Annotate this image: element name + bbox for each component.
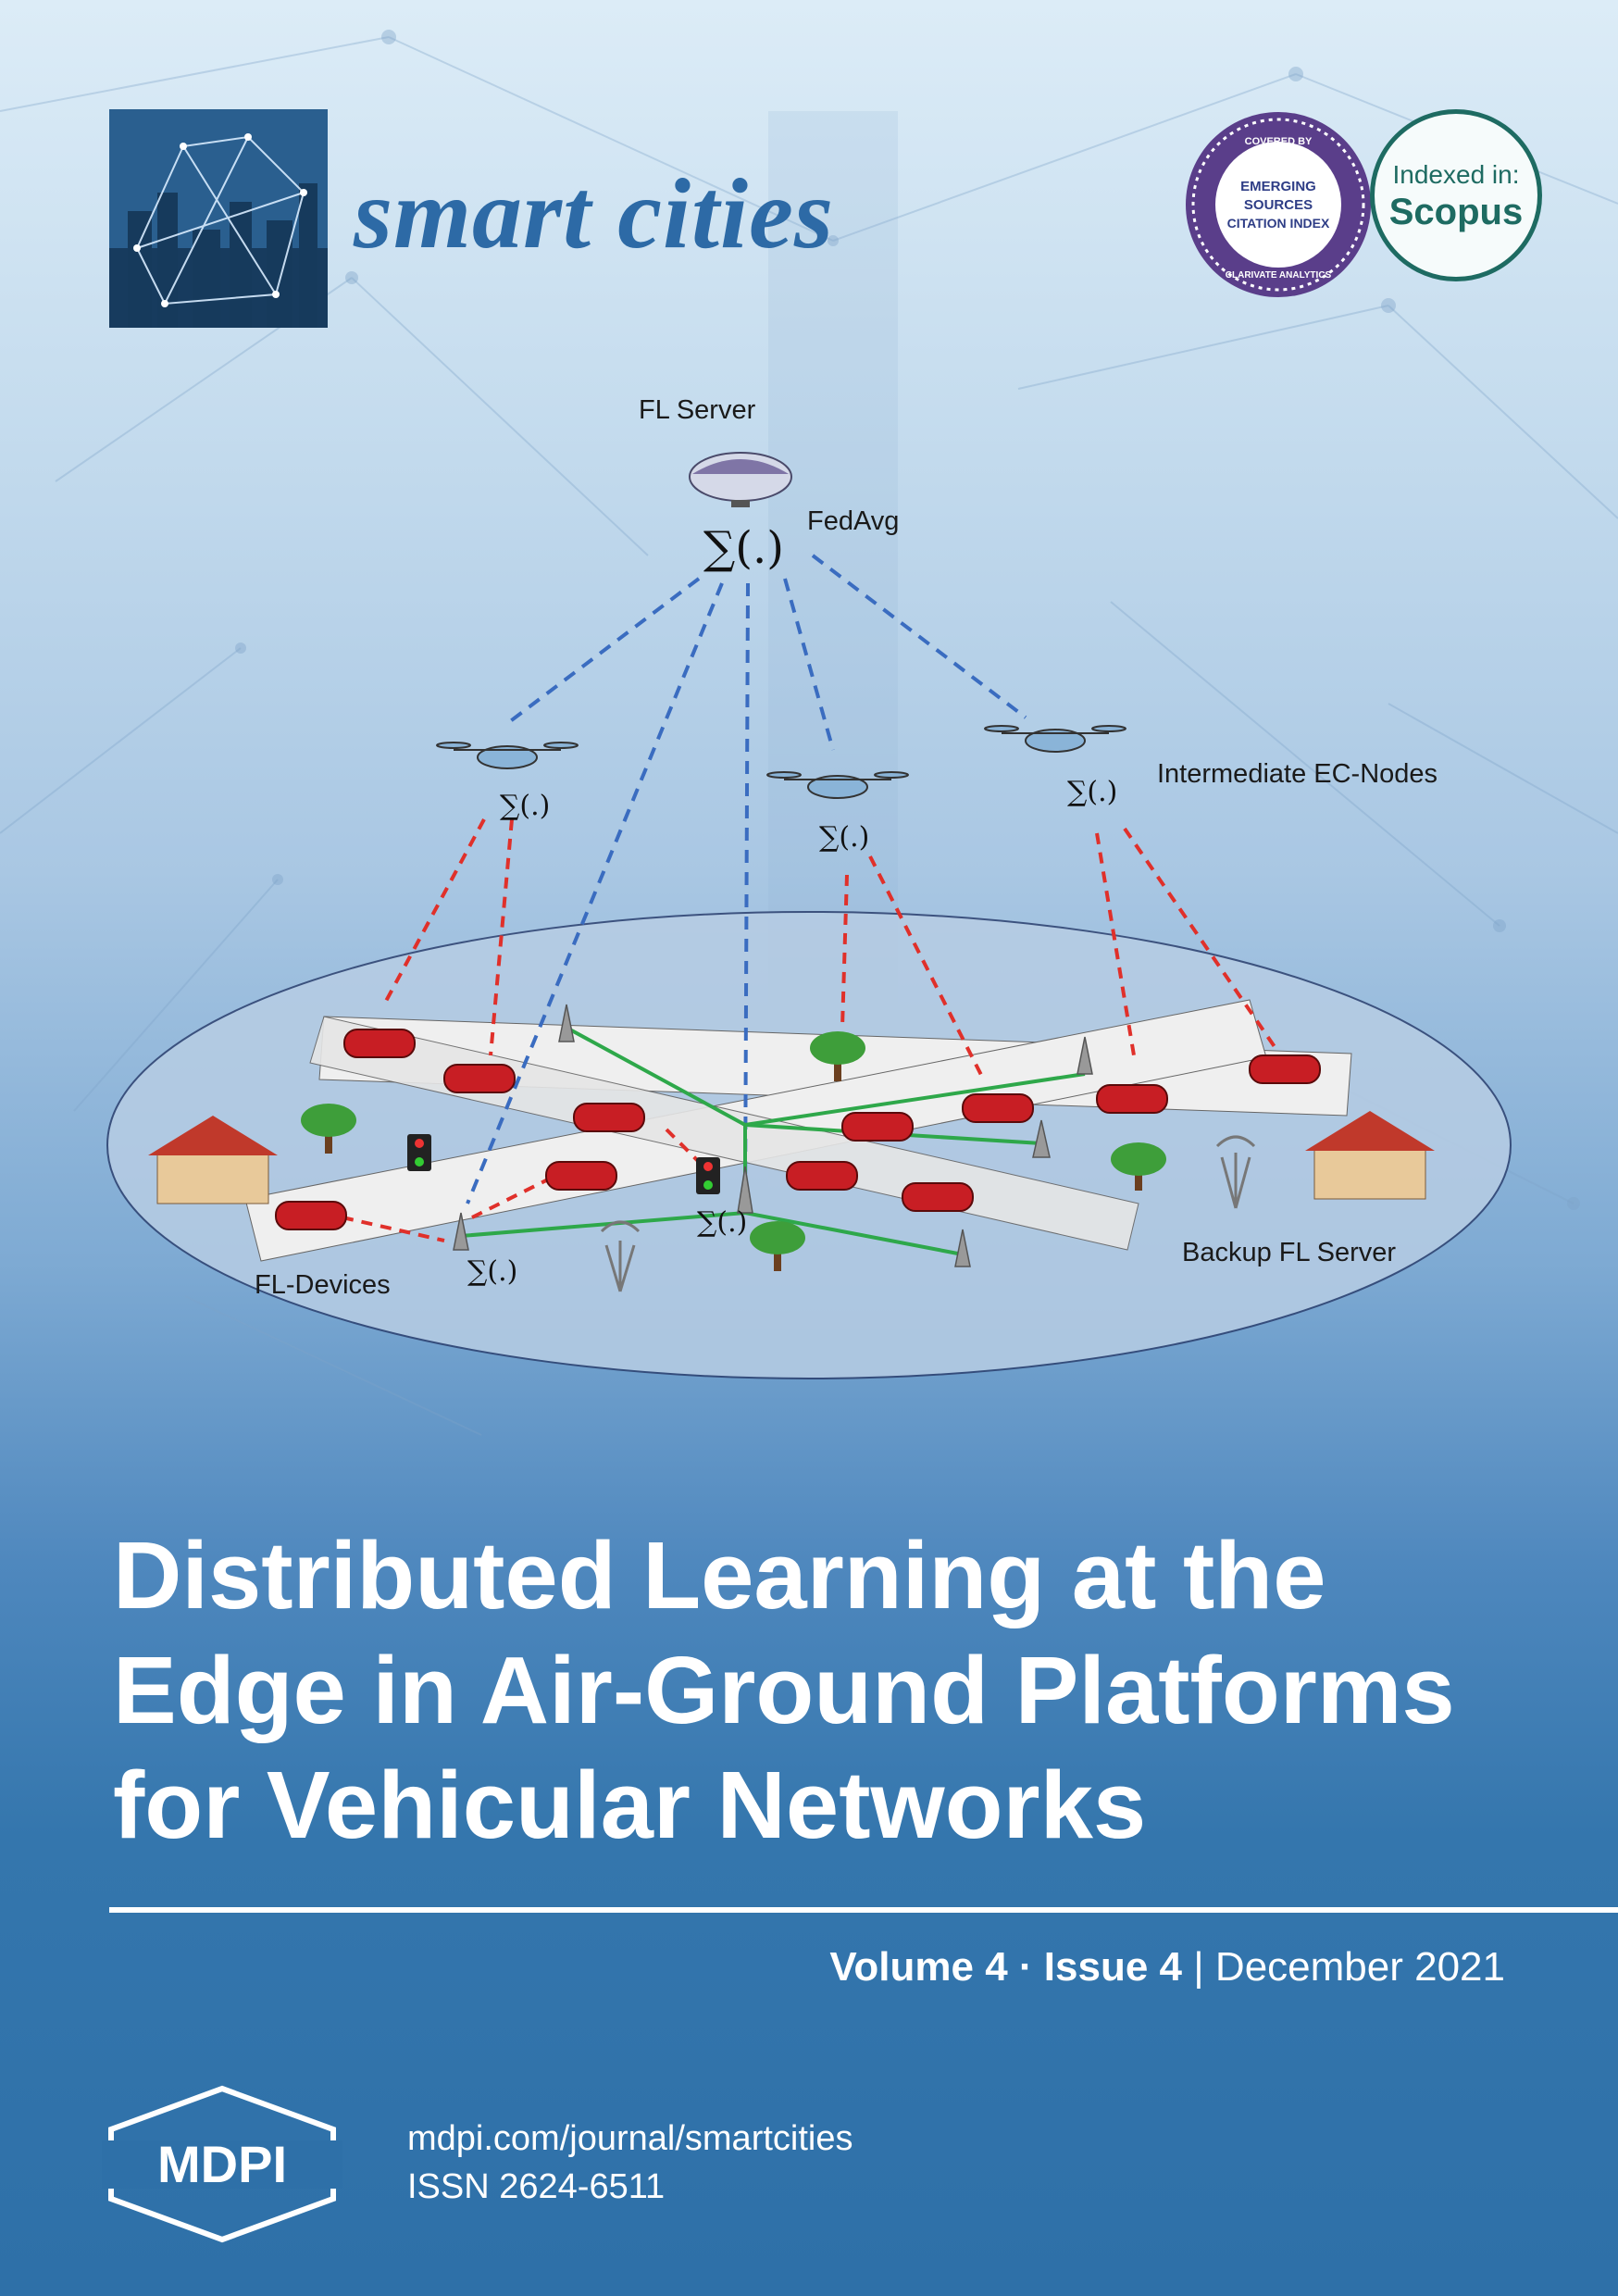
house-icons [148,1111,1435,1204]
antenna-tower-icons [600,1135,1256,1292]
title-line-3: for Vehicular Networks [113,1752,1147,1858]
title-line-2: Edge in Air-Ground Platforms [113,1637,1455,1743]
blimp-icon [689,452,792,507]
fl-server-label: FL Server [639,395,756,425]
journal-logo [109,109,328,328]
esci-badge: COVERED BY EMERGING SOURCES CITATION IND… [1186,112,1371,297]
fl-network-diagram: FL Server FedAvg ∑(.) ∑(.) ∑(.) ∑(.) ∑(.… [106,395,1512,1379]
scopus-badge: Indexed in: Scopus [1370,109,1542,281]
drone-icons [436,725,1126,799]
node-sum-symbol-1: ∑(.) [500,790,550,822]
esci-bottom: CLARIVATE ANALYTICS [1226,270,1332,281]
title-line-1: Distributed Learning at the [113,1522,1326,1628]
scopus-indexed-label: Indexed in: [1392,160,1520,189]
esci-line3: CITATION INDEX [1227,216,1330,231]
ground-sum-symbol-1: ∑(.) [697,1206,747,1239]
issue-date: December 2021 [1214,1944,1505,1990]
issue-label: Issue 4 [1043,1944,1183,1990]
car-icons [275,1029,1321,1230]
journal-url[interactable]: mdpi.com/journal/smartcities [407,2119,853,2158]
mdpi-logo: MDPI [102,2085,342,2243]
node-sum-symbol-3: ∑(.) [1067,776,1117,808]
divider-rule [109,1907,1618,1913]
issue-divider: | [1193,1944,1204,1990]
server-sum-symbol: ∑(.) [703,522,784,574]
server-links [466,554,1027,1209]
article-title: Distributed Learning at the Edge in Air-… [113,1518,1557,1863]
volume-label: Volume 4 [829,1944,1008,1990]
publisher-info: mdpi.com/journal/smartcities ISSN 2624-6… [407,2115,853,2211]
ground-sum-symbol-2: ∑(.) [467,1255,517,1288]
journal-name: smart cities [354,159,834,269]
backup-server-label: Backup FL Server [1182,1238,1396,1267]
node-sum-symbol-2: ∑(.) [819,821,869,854]
edge-links [342,818,1279,1242]
esci-top: COVERED BY [1245,136,1313,147]
issue-info: Volume 4 · Issue 4 | December 2021 [829,1944,1505,1990]
intermediate-nodes-label: Intermediate EC-Nodes [1157,759,1438,789]
issue-separator: · [1018,1944,1033,1990]
mdpi-logo-text: MDPI [157,2135,287,2193]
base-station-icons [453,1004,1093,1267]
esci-line2: SOURCES [1244,197,1313,213]
fl-devices-label: FL-Devices [255,1270,391,1300]
fedavg-label: FedAvg [807,506,899,536]
traffic-light-icons [407,1134,720,1194]
tree-icons [301,1031,1166,1271]
issn: ISSN 2624-6511 [407,2167,666,2206]
esci-line1: EMERGING [1240,179,1316,194]
scopus-name: Scopus [1388,192,1524,232]
